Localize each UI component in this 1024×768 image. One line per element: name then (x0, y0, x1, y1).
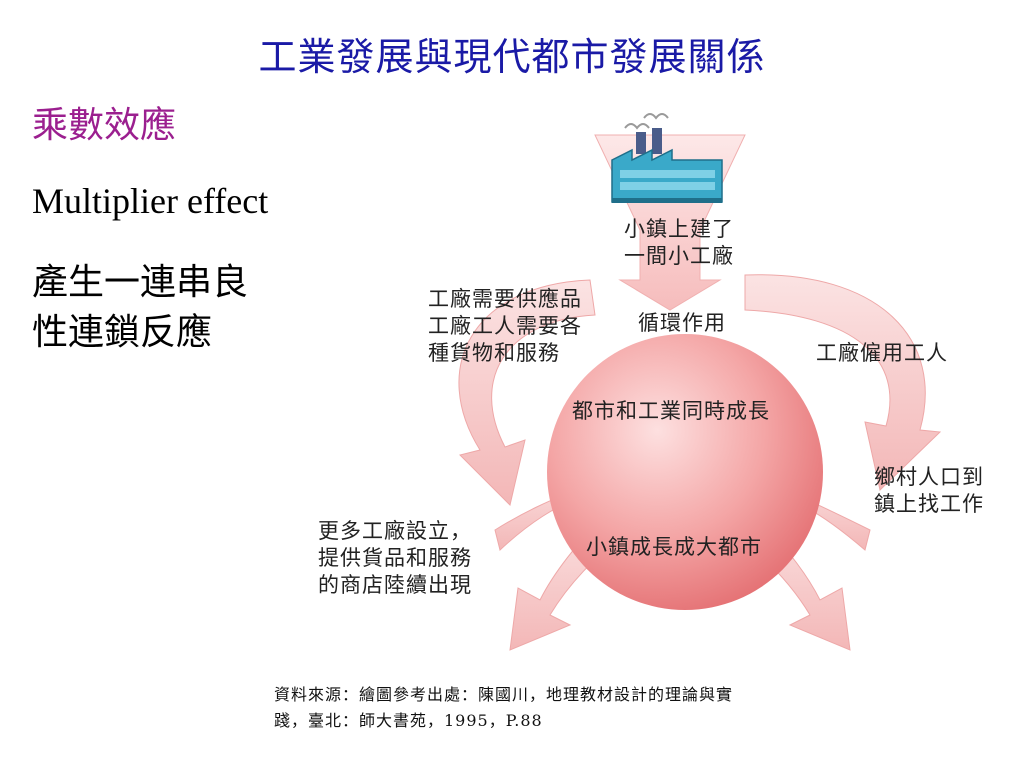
supply-needs-line: 種貨物和服務 (428, 341, 560, 365)
subtitle: 乘數效應 (32, 105, 177, 146)
rural-migration-line: 鄉村人口到 (874, 465, 984, 489)
factory-caption-line: 一間小工廠 (624, 244, 734, 268)
source-line: 踐，臺北：師大書苑，1995，P.88 (274, 711, 543, 730)
more-factories-line: 更多工廠設立， (318, 519, 472, 543)
growth-sphere (547, 334, 823, 610)
rural-migration-label: 鄉村人口到 鎮上找工作 (874, 464, 984, 518)
english-term: Multiplier effect (32, 181, 269, 221)
town-to-city-label: 小鎮成長成大都市 (586, 535, 762, 559)
description-line: 產生一連串良 (32, 262, 249, 303)
more-factories-line: 的商店陸續出現 (318, 573, 472, 597)
multiplier-diagram: 小鎮上建了 一間小工廠 工廠需要供應品 工廠工人需要各 種貨物和服務 循環作用 … (318, 110, 1000, 670)
rural-migration-line: 鎮上找工作 (874, 492, 984, 516)
diagram-graphic (458, 113, 942, 651)
more-factories-line: 提供貨品和服務 (318, 546, 472, 570)
page-title: 工業發展與現代都市發展關係 (258, 35, 766, 79)
hire-workers-label: 工廠僱用工人 (816, 341, 948, 365)
city-industry-growth-label: 都市和工業同時成長 (572, 399, 770, 423)
left-top-arrow (458, 279, 596, 506)
factory-caption-line: 小鎮上建了 (624, 217, 734, 241)
supply-needs-line: 工廠工人需要各 (428, 314, 582, 338)
factory-caption: 小鎮上建了 一間小工廠 (624, 216, 734, 270)
description: 產生一連串良 性連鎖反應 (32, 258, 332, 358)
factory-icon (611, 113, 723, 203)
right-top-arrow (744, 274, 942, 491)
supply-needs-line: 工廠需要供應品 (428, 287, 582, 311)
source-citation: 資料來源：繪圖參考出處：陳國川，地理教材設計的理論與實 踐，臺北：師大書苑，19… (274, 682, 914, 734)
cycle-label: 循環作用 (638, 311, 726, 335)
description-line: 性連鎖反應 (32, 312, 213, 353)
more-factories-label: 更多工廠設立， 提供貨品和服務 的商店陸續出現 (318, 518, 472, 599)
source-line: 資料來源：繪圖參考出處：陳國川，地理教材設計的理論與實 (274, 685, 734, 704)
supply-needs-label: 工廠需要供應品 工廠工人需要各 種貨物和服務 (428, 286, 582, 367)
